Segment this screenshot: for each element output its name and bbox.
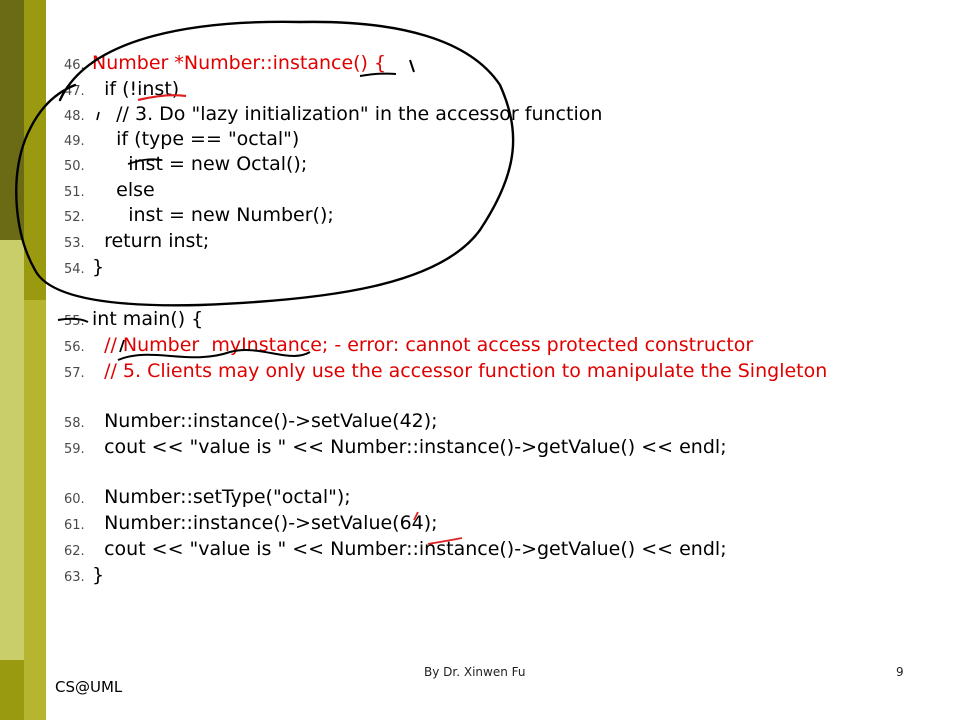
line-text: } — [92, 256, 105, 278]
code-line: 58. Number::instance()->setValue(42); — [64, 410, 438, 436]
code-line: 61. Number::instance()->setValue(64); — [64, 512, 438, 538]
line-text: else — [92, 179, 155, 201]
line-text: inst = new Octal(); — [92, 153, 308, 175]
code-line: 50. inst = new Octal(); — [64, 153, 307, 179]
line-number: 52. — [64, 210, 85, 225]
line-text: return inst; — [92, 230, 210, 252]
line-text: inst = new Number(); — [92, 204, 334, 226]
line-text: int main() { — [92, 308, 204, 330]
line-text: if (!inst) — [92, 78, 180, 100]
code-line: 54.} — [64, 256, 104, 282]
line-number: 61. — [64, 518, 85, 533]
line-number: 58. — [64, 416, 85, 431]
line-number: 59. — [64, 442, 85, 457]
line-text: cout << "value is " << Number::instance(… — [92, 436, 727, 458]
line-number: 48. — [64, 109, 85, 124]
code-line: 62. cout << "value is " << Number::insta… — [64, 538, 727, 564]
line-number: 63. — [64, 570, 85, 585]
line-text: cout << "value is " << Number::instance(… — [92, 538, 727, 560]
line-number: 50. — [64, 159, 85, 174]
line-text: Number::instance()->setValue(42); — [92, 410, 438, 432]
code-line: 57. // 5. Clients may only use the acces… — [64, 360, 827, 386]
footer-brand: CS@UML — [55, 678, 123, 696]
line-number: 54. — [64, 262, 85, 277]
line-text: // 3. Do "lazy initialization" in the ac… — [92, 103, 603, 125]
line-text: // 5. Clients may only use the accessor … — [92, 360, 828, 382]
code-line: 51. else — [64, 179, 155, 205]
code-listing: 46. Number *Number::instance() { 47. if (… — [64, 52, 827, 590]
line-text: // Number myInstance; - error: cannot ac… — [92, 334, 754, 356]
code-line: 59. cout << "value is " << Number::insta… — [64, 436, 727, 462]
line-number: 53. — [64, 236, 85, 251]
sidebar-band-right-bottom — [24, 300, 46, 720]
code-line: 48. // 3. Do "lazy initialization" in th… — [64, 103, 602, 129]
code-line: 52. inst = new Number(); — [64, 204, 334, 230]
line-text: if (type == "octal") — [92, 128, 300, 150]
line-text: Number *Number::instance() { — [92, 52, 387, 74]
code-line: 55. int main() { — [64, 308, 203, 334]
line-text: Number::instance()->setValue(64); — [92, 512, 438, 534]
line-text: } — [92, 564, 105, 586]
code-line: 63.} — [64, 564, 104, 590]
line-number: 55. — [64, 314, 85, 329]
line-text: Number::setType("octal"); — [92, 486, 351, 508]
footer-author: By Dr. Xinwen Fu — [424, 665, 526, 679]
line-number: 49. — [64, 134, 85, 149]
code-line: 47. if (!inst) — [64, 78, 179, 104]
line-number: 57. — [64, 366, 85, 381]
line-number: 62. — [64, 544, 85, 559]
line-number: 47. — [64, 84, 85, 99]
code-line: 56. // Number myInstance; - error: canno… — [64, 334, 753, 360]
code-line: 53. return inst; — [64, 230, 209, 256]
line-number: 60. — [64, 492, 85, 507]
sidebar-band-light — [0, 240, 24, 660]
footer-page-number: 9 — [896, 665, 904, 679]
line-number: 51. — [64, 185, 85, 200]
sidebar-band-bottom — [0, 660, 24, 720]
line-number: 56. — [64, 340, 85, 355]
code-line: 46. Number *Number::instance() { — [64, 52, 386, 78]
code-line: 60. Number::setType("octal"); — [64, 486, 351, 512]
code-line: 49. if (type == "octal") — [64, 128, 299, 154]
line-number: 46. — [64, 58, 85, 73]
